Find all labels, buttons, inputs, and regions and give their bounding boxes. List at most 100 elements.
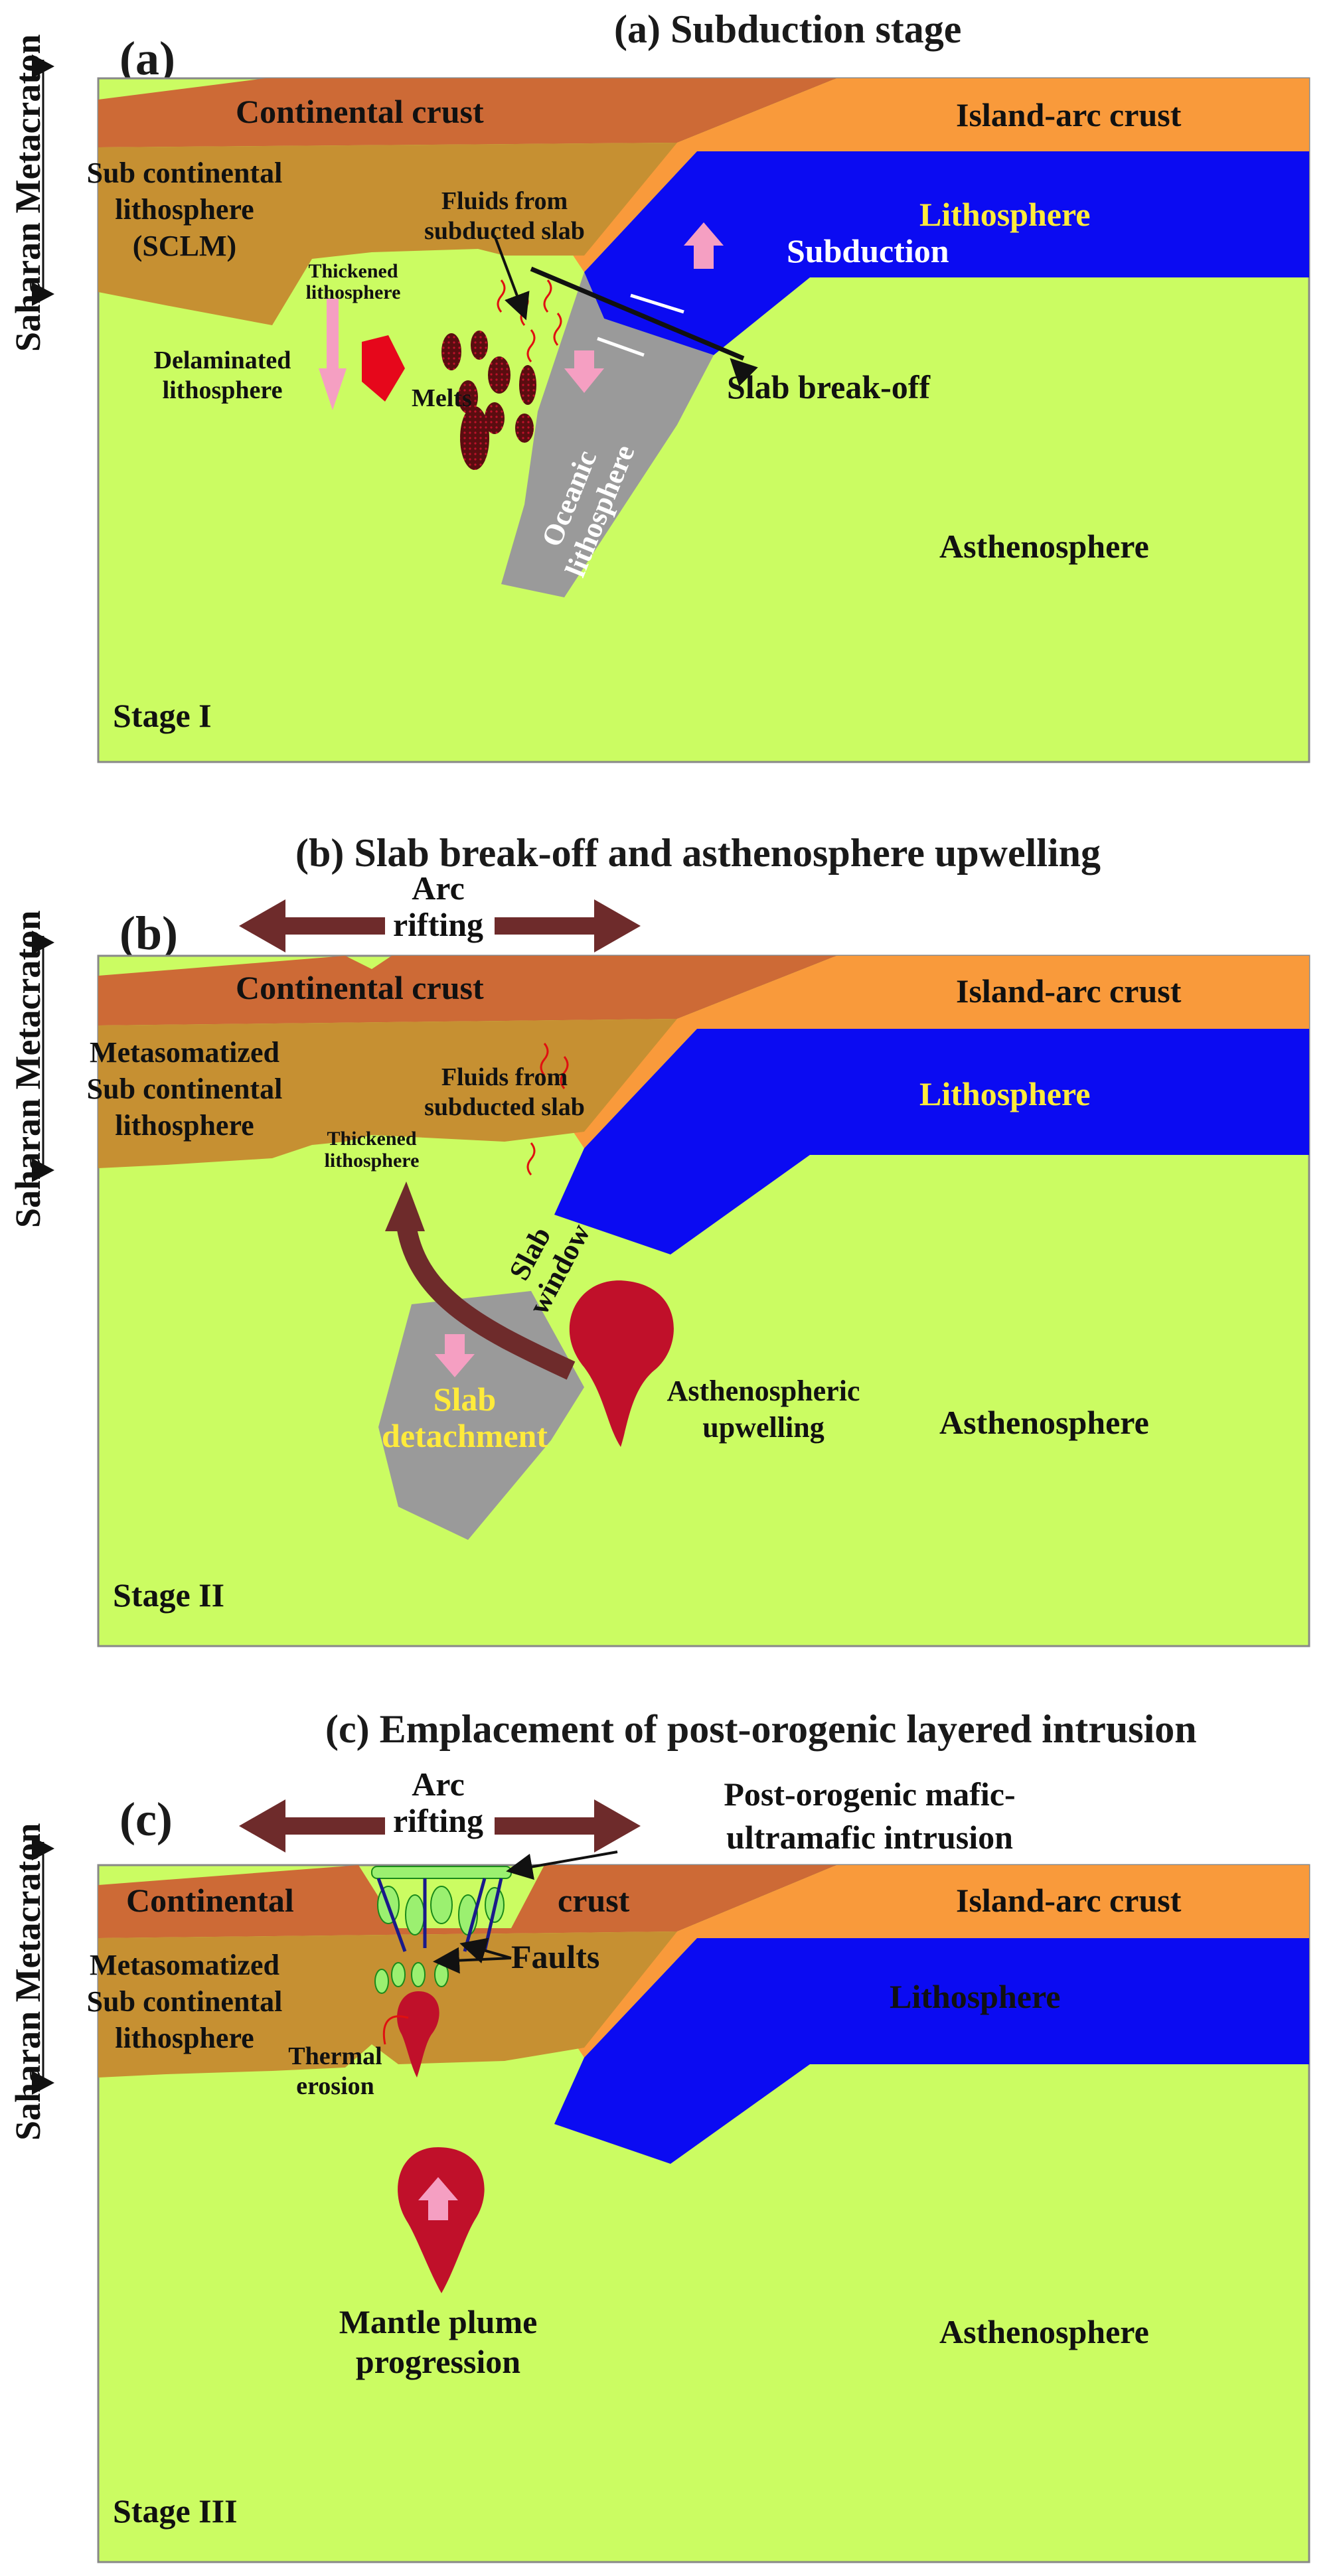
label-continental: Continental — [126, 1882, 294, 1919]
lithosphere-layer — [554, 1938, 1309, 2164]
side-label-b: Saharan Metacraton — [8, 911, 54, 1228]
upwelling-arrow — [395, 1213, 576, 1380]
island-arc-crust-layer — [571, 1865, 1309, 2058]
label-sclm-1: Sub continental — [87, 157, 283, 189]
panel-a: (a) (a) Subduction stage — [87, 7, 1310, 763]
delamination-arrow — [319, 299, 347, 410]
label-fluids-1: Fluids from — [441, 187, 568, 215]
slab-breakoff-line — [530, 266, 745, 361]
panel-a-title: (a) Subduction stage — [614, 7, 961, 51]
downward-pink-arrow — [564, 350, 604, 393]
upward-pink-arrow — [684, 222, 724, 269]
slab-detachment-pink-arrow — [435, 1334, 475, 1377]
label-sclm-1: Metasomatized — [90, 1036, 279, 1069]
panel-c-title: (c) Emplacement of post-orogenic layered… — [325, 1707, 1197, 1751]
oceanic-lithosphere — [501, 272, 714, 597]
label-continental-crust: Continental crust — [236, 969, 484, 1006]
delaminated-block — [362, 335, 405, 402]
label-sclm-3: lithosphere — [115, 2022, 254, 2054]
label-thickened-1: Thickened — [327, 1128, 416, 1150]
label-stage: Stage I — [113, 697, 212, 734]
svg-text:Saharan Metacraton: Saharan Metacraton — [8, 911, 48, 1228]
label-lithosphere: Lithosphere — [919, 196, 1090, 233]
label-rifting: rifting — [393, 1802, 483, 1839]
layered-intrusion — [371, 1866, 512, 1879]
label-thermal-1: Thermal — [288, 2042, 382, 2070]
island-arc-crust-layer — [571, 956, 1309, 1148]
intrusion-leader — [506, 1851, 618, 1880]
arc-rifting-arrows — [239, 899, 641, 952]
label-sclm-1: Metasomatized — [90, 1949, 279, 1981]
faults-leader-2 — [433, 1947, 512, 1974]
label-mantle-plume-2: progression — [356, 2343, 520, 2380]
label-slab-detachment-2: detachment — [382, 1417, 548, 1454]
fluid-squiggles — [526, 1043, 569, 1175]
label-sclm-3: lithosphere — [115, 1109, 254, 1142]
svg-text:Saharan Metacraton: Saharan Metacraton — [8, 1823, 48, 2141]
label-thermal-2: erosion — [296, 2072, 374, 2100]
arc-rifting-arrows — [239, 1799, 641, 1853]
label-sclm-2: Sub continental — [87, 1073, 283, 1105]
label-arc: Arc — [412, 1766, 465, 1803]
label-fluids-2: subducted slab — [424, 1093, 585, 1121]
label-faults: Faults — [511, 1938, 599, 1975]
thermal-erosion-plume — [397, 1991, 439, 2078]
sclm-layer — [98, 1932, 677, 2078]
label-island-arc-crust: Island-arc crust — [956, 96, 1182, 133]
sclm-layer — [98, 1019, 677, 1168]
faults-leader-1 — [459, 1937, 512, 1964]
intrusion-dykes — [374, 1886, 505, 1994]
label-asthenosphere: Asthenosphere — [939, 2313, 1149, 2350]
label-sclm-2: lithosphere — [115, 193, 254, 226]
label-asthenosphere: Asthenosphere — [939, 528, 1149, 565]
label-upwelling-1: Asthenospheric — [667, 1375, 860, 1407]
label-mantle-plume-1: Mantle plume — [339, 2303, 538, 2340]
svg-text:Saharan Metacraton: Saharan Metacraton — [8, 35, 48, 352]
label-rifting: rifting — [393, 906, 483, 943]
side-label-c: Saharan Metacraton — [8, 1823, 54, 2141]
lithosphere-layer — [584, 151, 1309, 355]
continental-crust-layer — [98, 1865, 836, 1938]
panel-b-tag: (b) — [119, 907, 178, 960]
label-stage: Stage III — [113, 2492, 238, 2530]
lithosphere-layer — [554, 1029, 1309, 1254]
island-arc-crust-layer — [571, 78, 1309, 272]
label-delaminated-2: lithosphere — [163, 376, 283, 404]
label-asthenosphere: Asthenosphere — [939, 1404, 1149, 1441]
label-sclm-3: (SCLM) — [133, 230, 236, 262]
label-melts: Melts — [412, 384, 472, 412]
melt-blobs — [441, 331, 536, 470]
label-arc: Arc — [412, 870, 465, 907]
label-island-arc-crust: Island-arc crust — [956, 972, 1182, 1010]
mantle-plume-arrow — [418, 2177, 458, 2220]
label-crust: crust — [558, 1882, 630, 1919]
panel-b-title: (b) Slab break-off and asthenosphere upw… — [295, 831, 1101, 875]
label-delaminated-1: Delaminated — [154, 346, 291, 374]
panel-b: (b) Slab break-off and asthenosphere upw… — [87, 831, 1310, 1647]
continental-crust-layer — [98, 78, 836, 147]
label-thickened-2: lithosphere — [325, 1150, 420, 1172]
asthenospheric-plume — [569, 1280, 674, 1447]
label-fluids-2: subducted slab — [424, 217, 585, 245]
label-fluids-1: Fluids from — [441, 1063, 568, 1091]
label-thickened-2: lithosphere — [306, 281, 401, 303]
side-label-a: Saharan Metacraton — [8, 35, 54, 352]
label-slab-breakoff: Slab break-off — [727, 368, 931, 406]
label-intrusion-1: Post-orogenic mafic- — [724, 1776, 1015, 1813]
label-upwelling-2: upwelling — [702, 1411, 824, 1444]
label-island-arc-crust: Island-arc crust — [956, 1882, 1182, 1919]
continental-crust-layer — [98, 956, 836, 1025]
panel-a-tag: (a) — [119, 32, 175, 85]
label-continental-crust: Continental crust — [236, 93, 484, 130]
label-sclm-2: Sub continental — [87, 1985, 283, 2018]
label-lithosphere: Lithosphere — [919, 1075, 1090, 1112]
label-slab-detachment-1: Slab — [433, 1381, 497, 1418]
label-stage: Stage II — [113, 1576, 224, 1614]
sclm-layer — [98, 143, 677, 325]
label-intrusion-2: ultramafic intrusion — [726, 1819, 1013, 1856]
panel-c-tag: (c) — [119, 1793, 173, 1846]
panel-c: (c) Emplacement of post-orogenic layered… — [87, 1707, 1310, 2563]
label-lithosphere: Lithosphere — [890, 1978, 1060, 2015]
label-subduction: Subduction — [787, 232, 949, 269]
